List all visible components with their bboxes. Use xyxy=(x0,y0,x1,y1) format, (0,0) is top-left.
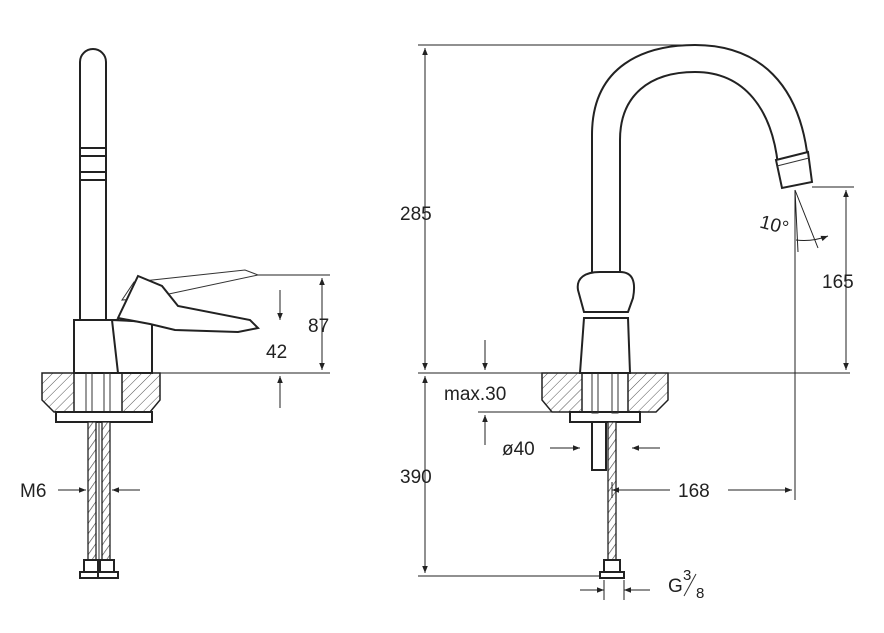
side-lever xyxy=(116,274,261,334)
front-spout-outer xyxy=(591,43,809,292)
front-lever xyxy=(576,271,636,313)
dim-connection-thread xyxy=(580,580,650,600)
side-aerator xyxy=(80,147,106,181)
dim-spout-reach xyxy=(611,190,796,500)
side-spout xyxy=(79,48,107,320)
front-aerator xyxy=(774,150,814,190)
side-hose-left xyxy=(87,421,97,561)
label-spout-height: 285 xyxy=(400,204,432,225)
side-hose-right xyxy=(101,421,111,561)
side-fittings xyxy=(79,559,119,579)
label-spout-reach: 168 xyxy=(678,481,710,502)
dim-hose-length xyxy=(418,376,600,577)
front-view: 285 165 10° max.30 ø40 xyxy=(400,43,854,602)
front-mounting-plate xyxy=(569,411,641,423)
svg-text:G: G xyxy=(668,576,683,597)
side-body xyxy=(73,319,119,374)
label-hole-diameter: ø40 xyxy=(502,439,535,460)
dim-outlet-height xyxy=(812,186,854,370)
label-lever-height: 87 xyxy=(308,316,329,337)
label-outlet-height: 165 xyxy=(822,272,854,293)
svg-text:3: 3 xyxy=(683,567,691,584)
label-hose-length: 390 xyxy=(400,467,432,488)
label-thread: M6 xyxy=(20,481,46,502)
front-spout-inner xyxy=(619,70,779,292)
label-connection-thread: G 3 8 xyxy=(668,567,704,602)
front-body xyxy=(578,317,632,374)
side-cartridge xyxy=(110,318,153,374)
dim-lever-height xyxy=(160,274,330,374)
front-shank xyxy=(591,421,607,471)
front-countertop-left xyxy=(541,372,583,413)
svg-text:8: 8 xyxy=(696,585,704,602)
side-countertop-left xyxy=(41,372,75,413)
dim-spout-height xyxy=(418,44,692,370)
dim-counter-thickness xyxy=(478,340,552,445)
side-mounting-plate xyxy=(55,411,153,423)
label-counter-thickness: max.30 xyxy=(444,384,506,405)
side-countertop-right xyxy=(121,372,161,413)
dim-angle xyxy=(794,189,829,253)
side-view: 87 42 M6 xyxy=(20,48,330,579)
label-body-height: 42 xyxy=(266,342,287,363)
front-countertop-right xyxy=(627,372,669,413)
label-angle: 10° xyxy=(757,212,790,240)
